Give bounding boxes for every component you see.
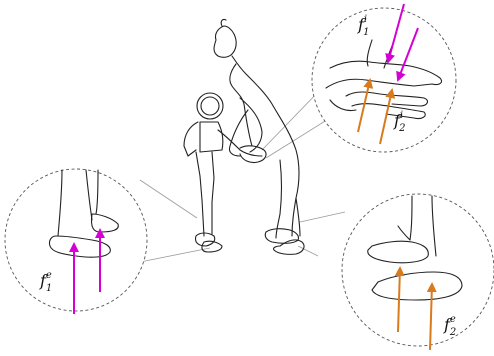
robot-figure: [184, 93, 266, 252]
adult-figure: [214, 19, 304, 254]
